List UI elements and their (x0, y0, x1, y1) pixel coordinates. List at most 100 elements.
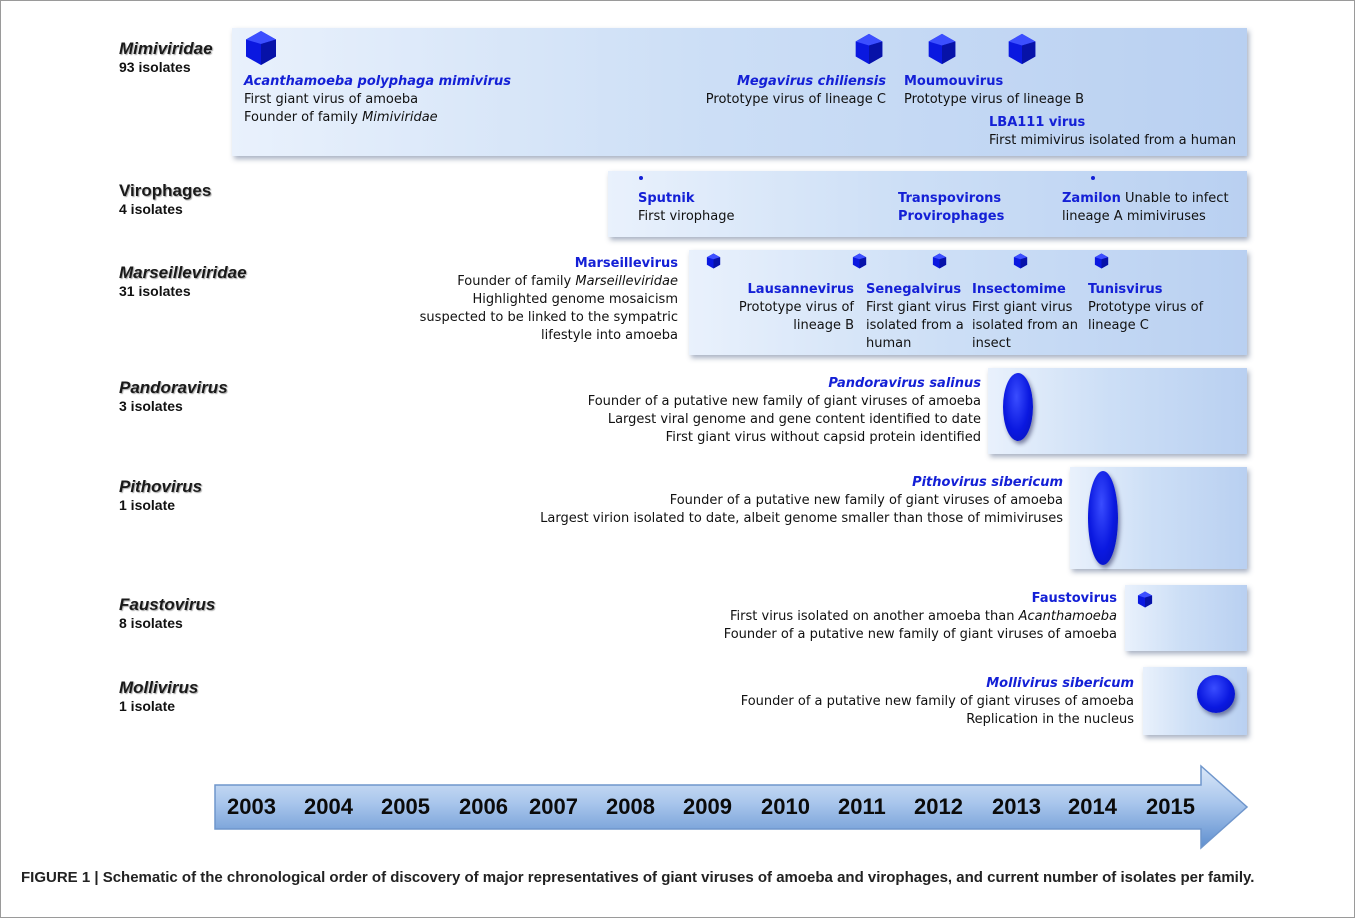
year-2015: 2015 (1146, 794, 1195, 819)
figure-caption: FIGURE 1 | Schematic of the chronologica… (21, 869, 1255, 886)
moumouvirus-block: Moumouvirus Prototype virus of lineage B (904, 73, 1084, 109)
marseillevirus-line1-italic: Marseilleviridae (575, 274, 678, 289)
faustovirus-line1-prefix: First virus isolated on another amoeba t… (730, 609, 1019, 624)
family-count: 3 isolates (119, 398, 183, 414)
lba111-block: LBA111 virus First mimivirus isolated fr… (989, 114, 1236, 150)
family-count: 1 isolate (119, 497, 176, 513)
pandoravirus-line2: Largest viral genome and gene content id… (607, 412, 981, 427)
faustovirus-line1: First virus isolated on another amoeba t… (724, 608, 1117, 626)
mollivirus-block: Mollivirus sibericum Founder of a putati… (741, 675, 1134, 729)
year-2013: 2013 (992, 794, 1041, 819)
family-label-mimiviridae: Mimiviridae 93 isolates (119, 39, 213, 76)
mollivirus-line2: Replication in the nucleus (966, 712, 1134, 727)
year-2010: 2010 (761, 794, 810, 819)
apmv-block: Acanthamoeba polyphaga mimivirus First g… (244, 73, 511, 127)
insectomime-desc1: First giant virus (972, 300, 1073, 315)
pithovirus-particle-icon (1088, 471, 1118, 565)
year-2004: 2004 (304, 794, 353, 819)
year-2006: 2006 (459, 794, 508, 819)
provirophages-name: Provirophages (898, 209, 1005, 224)
insectomime-block: Insectomime First giant virus isolated f… (972, 281, 1078, 353)
zamilon-line1: Zamilon Unable to infect (1062, 190, 1229, 208)
family-name: Pithovirus (119, 477, 203, 496)
band-virophages (608, 171, 1247, 237)
family-label-mollivirus: Mollivirus 1 isolate (119, 678, 198, 715)
transpovirons-name: Transpovirons (898, 191, 1002, 206)
moumouvirus-desc: Prototype virus of lineage B (904, 92, 1085, 107)
senegalvirus-desc1: First giant virus (866, 300, 967, 315)
lausannevirus-particle-icon (852, 253, 867, 269)
sputnik-name: Sputnik (638, 191, 695, 206)
lausannevirus-desc2: lineage B (793, 318, 854, 333)
megavirus-block: Megavirus chiliensis Prototype virus of … (706, 73, 886, 109)
band-mimiviridae (232, 28, 1247, 156)
faustovirus-line2: Founder of a putative new family of gian… (723, 627, 1117, 642)
family-label-pithovirus: Pithovirus 1 isolate (119, 477, 202, 514)
apmv-line2-italic: Mimiviridae (362, 110, 438, 125)
lba111-name: LBA111 virus (989, 115, 1086, 130)
megavirus-particle-icon (855, 33, 883, 65)
sputnik-particle-icon (639, 176, 643, 180)
pandoravirus-line3: First giant virus without capsid protein… (665, 430, 981, 445)
year-2003: 2003 (227, 794, 276, 819)
faustovirus-line1-italic: Acanthamoeba (1018, 609, 1117, 624)
senegalvirus-desc3: human (866, 336, 912, 351)
marseillevirus-name: Marseillevirus (574, 256, 678, 271)
lausannevirus-desc1: Prototype virus of (738, 300, 854, 315)
zamilon-name: Zamilon (1062, 191, 1121, 206)
moumouvirus-particle-icon (928, 33, 956, 65)
family-name: Pandoravirus (119, 378, 228, 397)
family-label-marseilleviridae: Marseilleviridae 31 isolates (119, 263, 247, 300)
faustovirus-particle-icon (1137, 591, 1153, 608)
tunisvirus-desc2: lineage C (1088, 318, 1149, 333)
pithovirus-line1: Founder of a putative new family of gian… (669, 493, 1063, 508)
year-2012: 2012 (914, 794, 963, 819)
family-count: 1 isolate (119, 698, 176, 714)
insectomime-desc2: isolated from an (972, 318, 1078, 333)
family-label-virophages: Virophages 4 isolates (119, 181, 211, 218)
faustovirus-block: Faustovirus First virus isolated on anot… (724, 590, 1117, 644)
marseillevirus-line1-prefix: Founder of family (457, 274, 576, 289)
mollivirus-particle-icon (1197, 675, 1235, 713)
moumouvirus-name: Moumouvirus (904, 74, 1004, 89)
marseillevirus-particle-icon (706, 253, 721, 269)
marseillevirus-line1: Founder of family Marseilleviridae (420, 273, 678, 291)
year-2014: 2014 (1068, 794, 1117, 819)
insectomime-desc3: insect (972, 336, 1011, 351)
family-name: Marseilleviridae (119, 263, 247, 282)
pandoravirus-particle-icon (1003, 373, 1033, 441)
year-2009: 2009 (683, 794, 732, 819)
megavirus-desc: Prototype virus of lineage C (705, 92, 886, 107)
senegalvirus-block: Senegalvirus First giant virus isolated … (866, 281, 966, 353)
family-name: Mollivirus (119, 678, 199, 697)
family-name: Mimiviridae (119, 39, 213, 58)
apmv-name: Acanthamoeba polyphaga mimivirus (244, 74, 511, 89)
apmv-line2: Founder of family Mimiviridae (244, 109, 511, 127)
apmv-line2-prefix: Founder of family (244, 110, 363, 125)
family-count: 8 isolates (119, 615, 183, 631)
transpovirons-block: Transpovirons Provirophages (898, 190, 1004, 226)
pithovirus-line2: Largest virion isolated to date, albeit … (540, 511, 1063, 526)
insectomime-particle-icon (1013, 253, 1028, 269)
lausannevirus-name: Lausannevirus (747, 282, 854, 297)
year-2005: 2005 (381, 794, 430, 819)
tunisvirus-desc1: Prototype virus of (1088, 300, 1204, 315)
apmv-line1: First giant virus of amoeba (244, 92, 419, 107)
year-2008: 2008 (606, 794, 655, 819)
senegalvirus-name: Senegalvirus (866, 282, 962, 297)
family-count: 93 isolates (119, 59, 191, 75)
mollivirus-line1: Founder of a putative new family of gian… (740, 694, 1134, 709)
zamilon-desc1: Unable to infect (1124, 191, 1229, 206)
lba111-particle-icon (1008, 33, 1036, 65)
pithovirus-block: Pithovirus sibericum Founder of a putati… (540, 474, 1063, 528)
senegalvirus-particle-icon (932, 253, 947, 269)
mollivirus-name: Mollivirus sibericum (986, 676, 1134, 691)
sputnik-desc: First virophage (638, 209, 735, 224)
pithovirus-name: Pithovirus sibericum (912, 475, 1063, 490)
marseillevirus-line2: Highlighted genome mosaicism (472, 292, 678, 307)
family-count: 4 isolates (119, 201, 183, 217)
pandoravirus-name: Pandoravirus salinus (828, 376, 981, 391)
year-2011: 2011 (838, 794, 886, 819)
family-name: Faustovirus (119, 595, 216, 614)
pandoravirus-block: Pandoravirus salinus Founder of a putati… (588, 375, 981, 447)
